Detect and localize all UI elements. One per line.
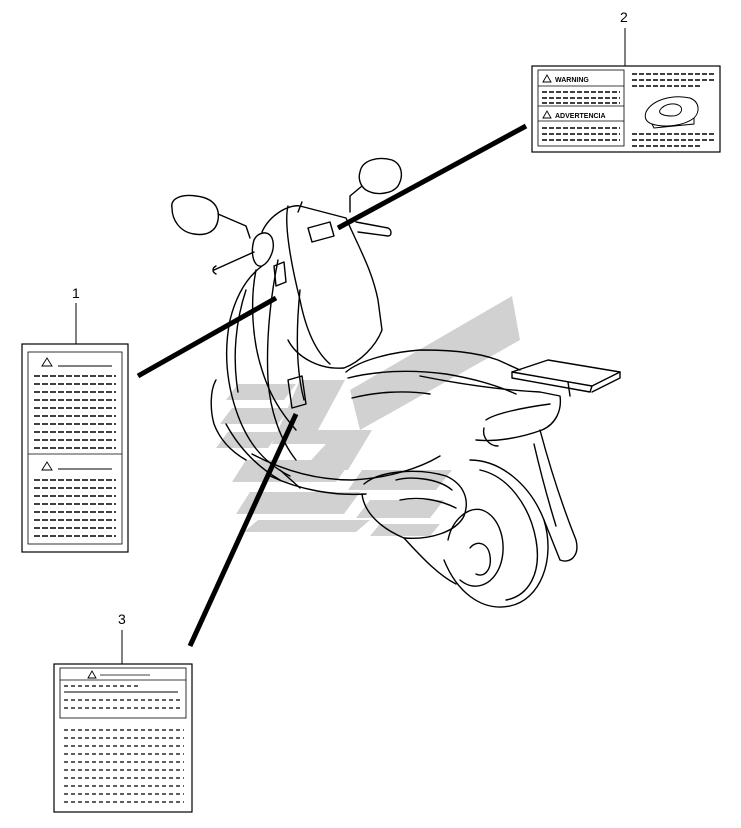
callout-number-2: 2 [620,9,628,25]
scooter-drawing [171,157,621,608]
helmet-box-icon [644,96,699,129]
leader-line-1 [136,295,278,379]
leader-line-3 [187,412,299,648]
warning-triangle-icon [87,670,97,679]
callout-number-1: 1 [72,285,80,301]
watermark-logo [216,296,520,536]
warning-label-2[interactable]: WARNING ADVERTENCIA [531,65,721,153]
label-1-text-lines [34,365,116,537]
warning-label-1[interactable] [21,343,129,553]
warning-triangle-icon [542,74,552,119]
warning-label-3[interactable] [53,663,193,813]
callout-2[interactable]: 2 [620,9,628,66]
label-2-text-lines [542,73,714,147]
callout-number-3: 3 [118,611,126,627]
leader-line-2 [336,123,528,231]
leader-lines [136,123,528,648]
warning-heading: WARNING [555,77,589,84]
advertencia-heading: ADVERTENCIA [555,113,606,120]
callout-3[interactable]: 3 [118,611,126,664]
callout-1[interactable]: 1 [72,285,80,344]
label-3-text-lines [64,674,184,803]
warning-triangle-icon [41,357,53,471]
